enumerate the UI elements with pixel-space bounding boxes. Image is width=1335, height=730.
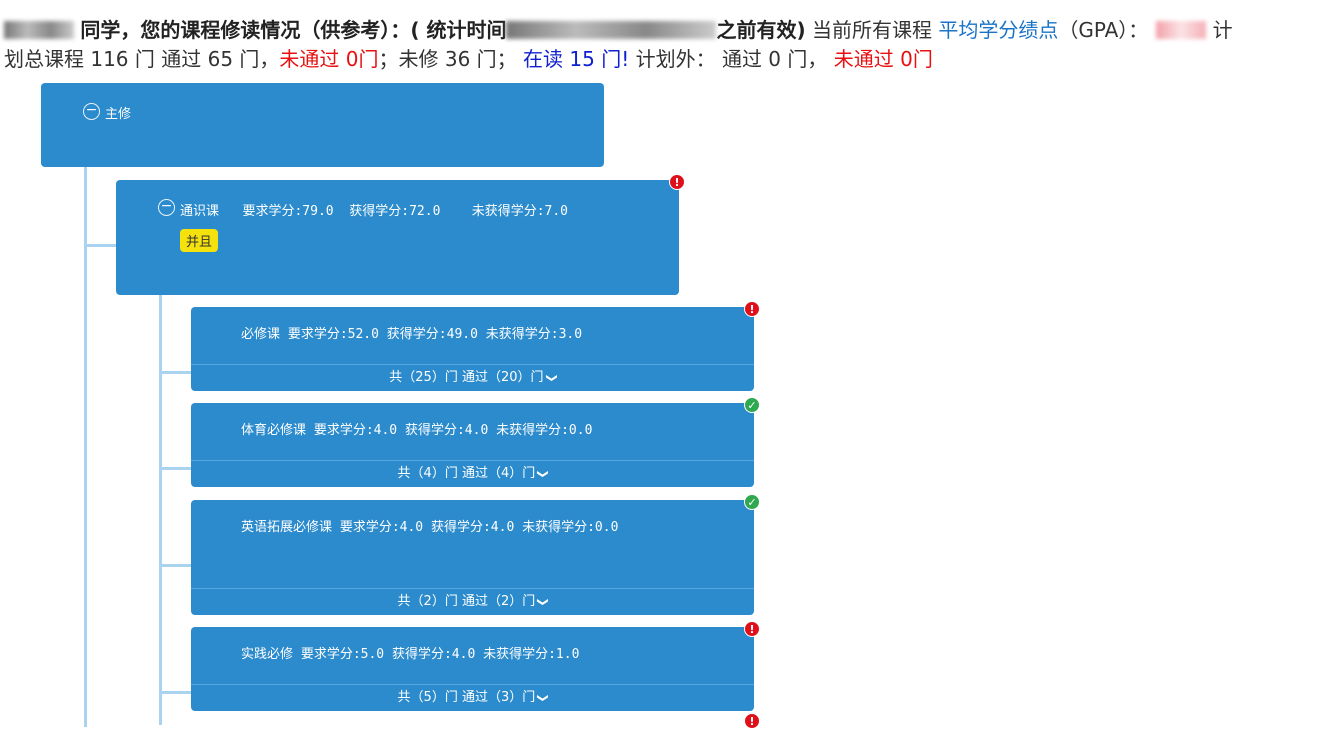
error-status-icon: ! [744,301,760,317]
check-status-icon: ✓ [744,397,760,413]
expand-courses-button[interactable]: 共（4）门 通过（4）门❯ [191,460,754,487]
greeting-text: 同学，您的课程修读情况（供参考）：( 统计时间 [80,18,507,42]
connector-horizontal [159,371,191,374]
connector-horizontal-general [84,244,116,247]
error-status-icon: ! [744,621,760,637]
student-name-redacted [4,21,74,39]
chevron-down-icon: ❯ [536,693,550,703]
expand-courses-button[interactable]: 共（2）门 通过（2）门❯ [191,588,754,615]
course-count: 共（2）门 通过（2）门 [397,594,536,609]
course-count: 共（5）门 通过（3）门 [397,690,536,705]
gpa-value-redacted [1156,21,1207,39]
in-progress-count: 在读 15 门! [523,47,630,71]
collapse-icon[interactable]: − [158,199,175,216]
tree-node-general: − 通识课 要求学分:79.0 获得学分:72.0 未获得学分:7.0 并且 ! [116,174,685,295]
node-label: 主修 [105,107,132,122]
and-badge: 并且 [180,229,219,252]
gpa-link[interactable]: 平均学分绩点 [938,18,1059,42]
stat-time-redacted [506,21,717,39]
connector-vertical-root [84,167,87,727]
valid-before-text: 之前有效) [716,18,806,42]
expand-courses-button[interactable]: 共（5）门 通过（3）门❯ [191,684,754,711]
check-status-icon: ✓ [744,494,760,510]
plan-prefix: 计 [1206,18,1233,42]
failed-count: 未通过 0门 [279,47,379,71]
connector-horizontal [159,564,191,567]
not-taken-count: ；未修 36 门； [378,47,517,71]
tree-node-major: − 主修 [41,83,604,167]
card-title: 体育必修课 要求学分:4.0 获得学分:4.0 未获得学分:0.0 [241,423,593,438]
connector-horizontal [159,691,191,694]
course-count: 共（4）门 通过（4）门 [397,466,536,481]
card-title: 实践必修 要求学分:5.0 获得学分:4.0 未获得学分:1.0 [241,647,580,662]
gpa-label: （GPA）： [1058,18,1149,42]
chevron-down-icon: ❯ [536,597,550,607]
error-status-icon: ! [744,713,760,729]
collapse-icon[interactable]: − [83,103,100,120]
course-group-card: 实践必修 要求学分:5.0 获得学分:4.0 未获得学分:1.0 共（5）门 通… [191,621,760,711]
summary-line-2: 划总课程 116 门 通过 65 门，未通过 0门；未修 36 门； 在读 15… [4,43,933,72]
total-courses: 划总课程 116 门 通过 65 门， [4,47,280,71]
node-label: 通识课 要求学分:79.0 获得学分:72.0 未获得学分:7.0 [180,204,569,219]
course-group-card: 英语拓展必修课 要求学分:4.0 获得学分:4.0 未获得学分:0.0 共（2）… [191,494,760,615]
card-title: 英语拓展必修课 要求学分:4.0 获得学分:4.0 未获得学分:0.0 [241,520,619,535]
outside-failed-count: 未通过 0门 [833,47,933,71]
current-all-text: 当前所有课程 [805,18,939,42]
chevron-down-icon: ❯ [545,373,559,383]
course-count: 共（25）门 通过（20）门 [389,370,544,385]
course-group-card: 必修课 要求学分:52.0 获得学分:49.0 未获得学分:3.0 共（25）门… [191,301,760,391]
summary-line-1: 同学，您的课程修读情况（供参考）：( 统计时间 之前有效) 当前所有课程 平均学分… [4,14,1233,43]
connector-horizontal [159,467,191,470]
course-group-card: 体育必修课 要求学分:4.0 获得学分:4.0 未获得学分:0.0 共（4）门 … [191,397,760,487]
connector-vertical-general [159,295,162,725]
card-title: 必修课 要求学分:52.0 获得学分:49.0 未获得学分:3.0 [241,327,583,342]
chevron-down-icon: ❯ [536,469,550,479]
error-status-icon: ! [669,174,685,190]
expand-courses-button[interactable]: 共（25）门 通过（20）门❯ [191,364,754,391]
outside-plan: 计划外： 通过 0 门， [629,47,828,71]
